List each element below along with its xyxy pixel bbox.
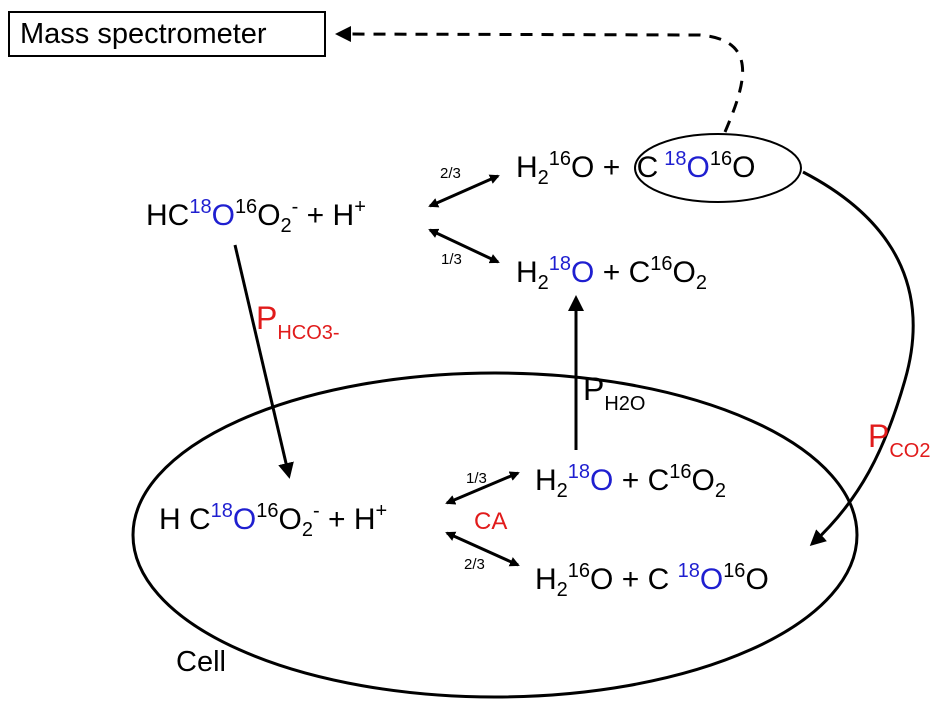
p-subscript: HCO3-	[277, 322, 340, 344]
p-symbol: P	[583, 371, 605, 407]
inside-arrow-to-h2o16	[445, 531, 520, 567]
inside-bottom-product-formula: H216O + C 18O16O	[535, 561, 769, 600]
mass-spectrometer-box: Mass spectrometer	[8, 11, 326, 57]
isotope-18-label: 18	[548, 253, 572, 275]
carbon: C	[636, 151, 659, 184]
subscript-2: 2	[556, 579, 568, 601]
isotope-16-label: 16	[567, 560, 591, 582]
plus-carbon: + C	[613, 563, 678, 596]
isotope-18-label: 18	[567, 461, 591, 483]
charge: -	[291, 196, 299, 218]
proton-charge: +	[375, 500, 388, 522]
inside-bicarbonate-formula: H C18O16O2- + H+	[159, 501, 387, 540]
oxygen-atom: O	[745, 563, 769, 596]
formula-part: HC	[146, 199, 190, 232]
oxygen-atom: O	[732, 151, 756, 184]
plus-proton: + H	[319, 503, 376, 536]
plus-carbon: + C	[613, 464, 670, 497]
oxygen-atom: O	[590, 563, 614, 596]
outside-arrow-to-h2o16	[428, 174, 500, 208]
subscript-2: 2	[695, 272, 707, 294]
isotope-16-label: 16	[709, 148, 733, 170]
isotope-18-label: 18	[210, 500, 233, 522]
oxygen-atom: O	[571, 151, 595, 184]
permeability-co2-label: PCO2	[868, 418, 930, 461]
plus-proton: + H	[298, 199, 355, 232]
inside-fraction-bottom: 2/3	[464, 556, 485, 573]
measured-co2-ellipse	[634, 133, 802, 203]
isotope-16-label: 16	[650, 253, 673, 275]
hco3-uptake-arrow	[233, 244, 294, 479]
p-subscript: CO2	[889, 440, 931, 462]
oxygen-18-atom: O	[571, 256, 595, 289]
dashed-path-to-mass-spectrometer	[335, 26, 745, 133]
mass-spectrometer-label: Mass spectrometer	[20, 18, 267, 50]
carbonic-anhydrase-label: CA	[474, 508, 508, 535]
isotope-18-label: 18	[189, 196, 212, 218]
isotope-16-label: 16	[548, 148, 572, 170]
oxygen-18-atom: O	[590, 464, 614, 497]
oxygen-18-atom: O	[211, 199, 235, 232]
subscript-2: 2	[301, 519, 313, 541]
isotope-16-label: 16	[234, 196, 258, 218]
oxygen-atom: O	[691, 464, 715, 497]
plus-carbon: + C	[594, 256, 651, 289]
subscript-2: 2	[556, 480, 568, 502]
permeability-hco3-label: PHCO3-	[256, 300, 340, 343]
subscript-2: 2	[537, 167, 549, 189]
oxygen-18-atom: O	[699, 563, 724, 596]
charge: -	[312, 500, 320, 522]
isotope-16-label: 16	[256, 500, 279, 522]
p-symbol: P	[256, 300, 278, 336]
cell-label: Cell	[176, 646, 226, 678]
outside-bottom-product-formula: H218O + C16O2	[516, 254, 707, 293]
inside-arrow-to-h2o18	[445, 471, 520, 505]
oxygen-atom: O	[278, 503, 302, 536]
oxygen-18-atom: O	[232, 503, 257, 536]
inside-fraction-top: 1/3	[466, 470, 487, 487]
proton-charge: +	[354, 196, 366, 218]
subscript-2: 2	[537, 272, 549, 294]
outside-fraction-top: 2/3	[440, 165, 461, 182]
oxygen-18-atom: O	[686, 151, 710, 184]
p-symbol: P	[868, 418, 890, 454]
outside-bicarbonate-formula: HC18O16O2- + H+	[146, 197, 366, 236]
isotope-16-label: 16	[723, 560, 746, 582]
hydrogen: H	[516, 256, 538, 289]
hydrogen: H	[535, 563, 557, 596]
formula-part: H C	[159, 503, 211, 536]
inside-top-product-formula: H218O + C16O2	[535, 462, 726, 501]
cell-membrane	[131, 371, 859, 699]
hydrogen: H	[516, 151, 538, 184]
co2-uptake-arrow	[802, 170, 915, 547]
isotope-18-label: 18	[664, 148, 687, 170]
hydrogen: H	[535, 464, 557, 497]
plus-sign: +	[594, 151, 629, 184]
outside-fraction-bottom: 1/3	[441, 251, 462, 268]
p-subscript: H2O	[604, 393, 646, 415]
isotope-18-label: 18	[677, 560, 700, 582]
oxygen-atom: O	[672, 256, 696, 289]
isotope-16-label: 16	[669, 461, 692, 483]
subscript-2: 2	[280, 215, 292, 237]
oxygen-atom: O	[257, 199, 281, 232]
permeability-h2o-label: PH2O	[583, 371, 645, 414]
outside-arrow-to-h2o18	[428, 228, 500, 264]
subscript-2: 2	[714, 480, 726, 502]
